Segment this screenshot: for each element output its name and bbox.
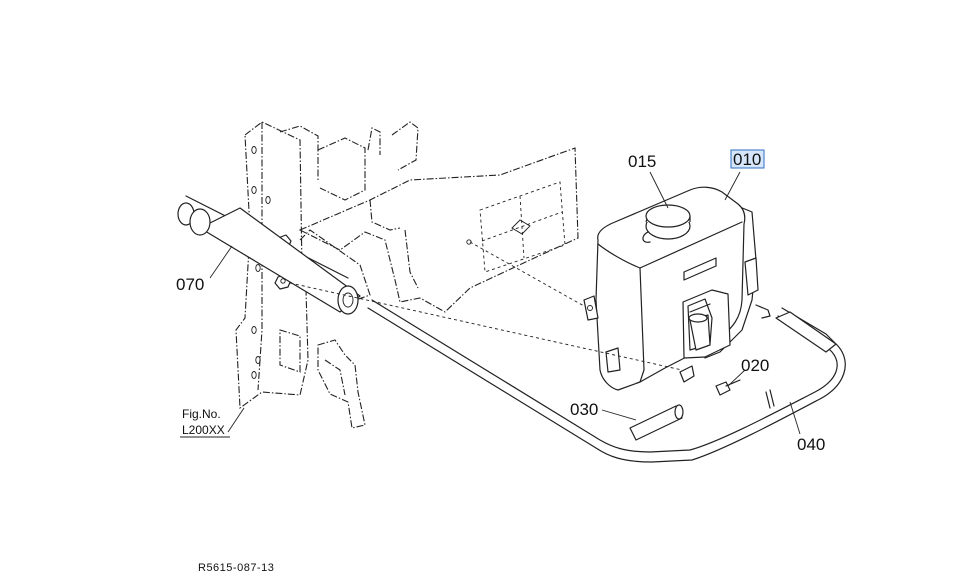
washer-tank [583,186,771,391]
leader-lines [209,171,801,435]
callout-040[interactable]: 040 [797,435,825,454]
bolt [715,379,741,396]
filler-cap [642,204,691,243]
fig-ref-line1: Fig.No. [182,407,221,421]
callout-015[interactable]: 015 [628,152,656,171]
callout-020[interactable]: 020 [741,356,769,375]
figure-reference[interactable]: Fig.No. L200XX [180,407,230,438]
washer-hose [367,299,846,463]
washer-pipe [177,195,361,315]
fig-ref-line2: L200XX [182,423,225,437]
drawing-code: R5615-087-13 [198,562,274,574]
callout-030[interactable]: 030 [570,400,598,419]
callout-070[interactable]: 070 [176,275,204,294]
callout-010[interactable]: 010 [733,150,761,169]
callout-010-highlight [730,149,765,169]
